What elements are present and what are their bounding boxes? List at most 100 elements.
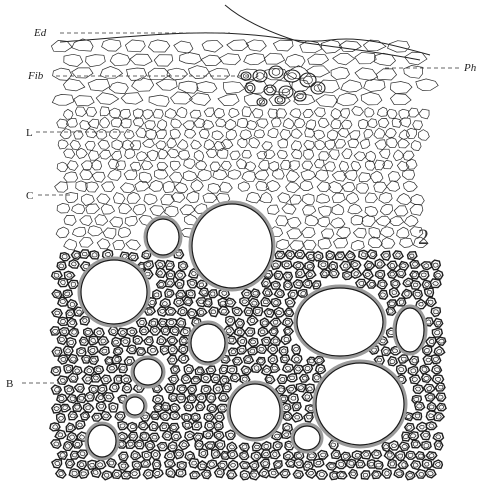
thin-walled-cell (318, 239, 331, 250)
thick-walled-cell (288, 394, 298, 403)
thick-walled-cell (336, 460, 346, 469)
thick-walled-cell (318, 451, 328, 460)
thin-walled-cell (246, 192, 260, 203)
thin-walled-cell (74, 96, 94, 106)
thin-walled-cell (102, 39, 122, 51)
thin-walled-cell (96, 93, 118, 105)
thick-walled-cell (52, 347, 62, 356)
thick-walled-cell (412, 412, 422, 420)
thick-walled-cell (68, 373, 78, 382)
thick-walled-cell (141, 460, 151, 467)
thin-walled-cell (405, 52, 428, 65)
thick-walled-cell (268, 469, 279, 478)
thick-walled-cell (157, 336, 166, 345)
thin-walled-cell (194, 150, 204, 160)
thick-walled-cell (63, 442, 72, 451)
thin-walled-cell (154, 55, 173, 66)
thick-walled-cell (118, 462, 128, 471)
thick-walled-cell (302, 280, 312, 289)
thick-walled-cell (356, 460, 365, 468)
thin-walled-cell (375, 140, 386, 150)
thick-walled-cell (389, 441, 399, 450)
thick-walled-cell (165, 460, 176, 467)
thin-walled-cell (179, 150, 190, 159)
thin-walled-cell (86, 204, 100, 213)
thick-walled-cell (391, 280, 400, 289)
thin-walled-cell (64, 54, 83, 66)
thick-walled-cell (197, 308, 207, 316)
thick-walled-cell (85, 392, 95, 402)
thin-walled-cell (376, 69, 396, 80)
thick-walled-cell (170, 404, 180, 412)
thick-walled-cell (433, 460, 443, 468)
thick-walled-cell (263, 288, 273, 296)
thin-walled-cell (80, 170, 93, 180)
thick-walled-cell (410, 375, 421, 384)
fibre-lumen (247, 85, 253, 91)
thick-walled-cell (431, 307, 440, 316)
thick-walled-cell (292, 403, 301, 411)
thick-walled-cell (102, 471, 112, 480)
thin-walled-cell (88, 151, 99, 161)
thin-walled-cell (125, 217, 137, 227)
thin-walled-cell (308, 54, 329, 65)
thin-walled-cell (170, 129, 180, 139)
thick-walled-cell (178, 307, 188, 316)
thick-walled-cell (140, 432, 150, 440)
thick-walled-cell (388, 357, 397, 366)
thin-walled-cell (403, 151, 414, 161)
thin-walled-cell (171, 92, 193, 104)
thin-walled-cell (404, 66, 423, 79)
thin-walled-cell (329, 150, 339, 160)
thick-walled-cell (283, 272, 293, 280)
thick-walled-cell (151, 412, 160, 420)
thick-walled-cell (107, 364, 118, 372)
thin-walled-cell (199, 129, 209, 139)
thick-walled-cell (306, 271, 316, 279)
thin-walled-cell (190, 110, 201, 118)
thick-walled-cell (58, 317, 68, 325)
thin-walled-cell (144, 194, 157, 205)
thick-walled-cell (69, 469, 79, 478)
thin-walled-cell (213, 170, 228, 180)
thick-walled-cell (133, 461, 142, 469)
thin-walled-cell (260, 192, 272, 203)
thick-walled-cell (182, 414, 192, 422)
thin-walled-cell (92, 160, 102, 170)
thin-walled-cell (288, 217, 301, 227)
thin-walled-cell (314, 130, 325, 140)
thin-walled-cell (108, 170, 121, 181)
thick-walled-cell (127, 345, 137, 353)
thin-walled-cell (376, 216, 391, 226)
thin-walled-cell (282, 204, 296, 215)
thin-walled-cell (120, 109, 131, 118)
thick-walled-cell (166, 261, 175, 270)
thin-walled-cell (184, 159, 196, 169)
thick-walled-cell (67, 394, 77, 403)
thin-walled-cell (218, 94, 239, 106)
thin-walled-cell (204, 108, 214, 117)
thin-walled-cell (66, 118, 77, 127)
thin-walled-cell (278, 193, 291, 203)
thin-walled-cell (385, 128, 396, 137)
thick-walled-cell (228, 460, 238, 470)
thick-walled-cell (67, 300, 77, 309)
thick-walled-cell (187, 385, 196, 393)
thin-walled-cell (365, 193, 377, 203)
thin-walled-cell (112, 151, 122, 160)
thin-walled-cell (206, 149, 217, 158)
thin-walled-cell (52, 94, 74, 105)
thin-walled-cell (285, 54, 305, 67)
thin-walled-cell (229, 108, 240, 117)
thick-walled-cell (178, 354, 189, 363)
thin-walled-cell (390, 94, 411, 105)
thin-walled-cell (277, 150, 287, 159)
thin-walled-cell (332, 204, 344, 215)
thin-walled-cell (338, 129, 349, 138)
thick-walled-cell (119, 364, 128, 373)
thick-walled-cell (136, 348, 145, 356)
thick-walled-cell (219, 393, 229, 401)
thick-walled-cell (387, 261, 397, 270)
thick-walled-cell (282, 261, 292, 269)
thin-walled-cell (133, 204, 146, 215)
